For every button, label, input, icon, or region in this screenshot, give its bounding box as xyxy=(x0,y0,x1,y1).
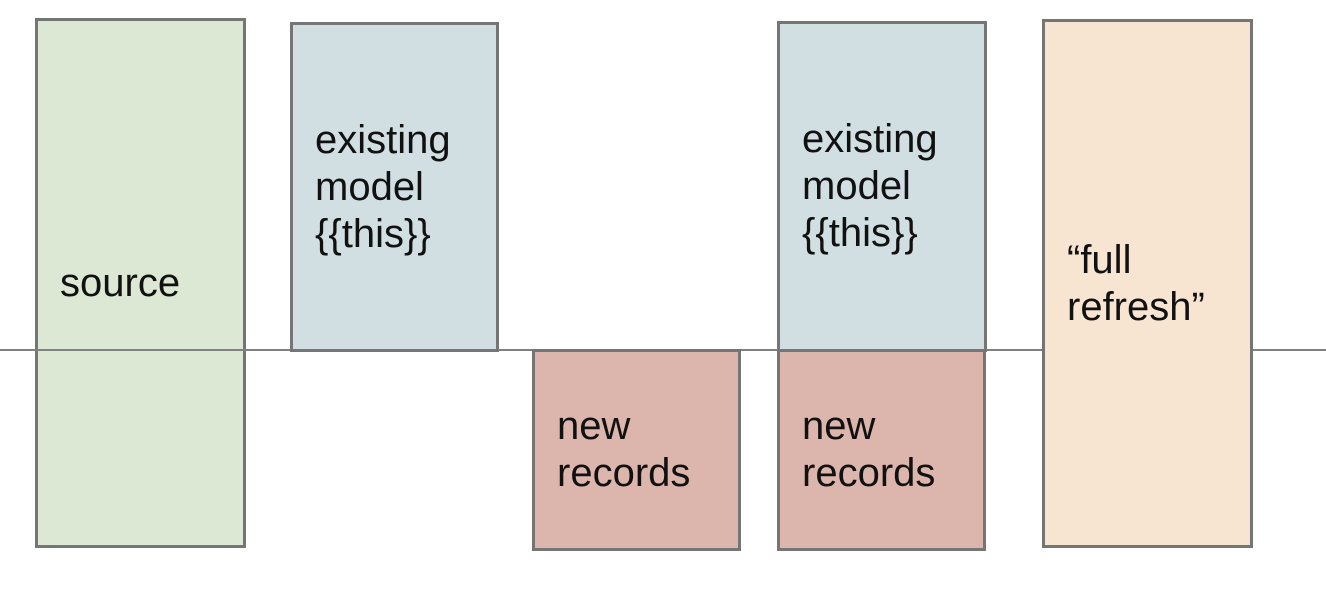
new-records-box-2: new records xyxy=(777,349,986,551)
existing-model-box-2: existing model {{this}} xyxy=(777,21,987,352)
new-records-box-1: new records xyxy=(532,349,741,551)
existing-model-box-1-label: existing model {{this}} xyxy=(315,117,451,256)
existing-model-box-1: existing model {{this}} xyxy=(290,22,499,352)
source-box: source xyxy=(35,18,246,548)
full-refresh-box: “full refresh” xyxy=(1042,19,1253,548)
existing-model-box-2-label: existing model {{this}} xyxy=(802,117,938,255)
source-box-label: source xyxy=(60,260,181,305)
full-refresh-box-label: “full refresh” xyxy=(1067,237,1205,329)
new-records-box-2-label: new records xyxy=(802,404,936,495)
new-records-box-1-label: new records xyxy=(557,404,691,495)
